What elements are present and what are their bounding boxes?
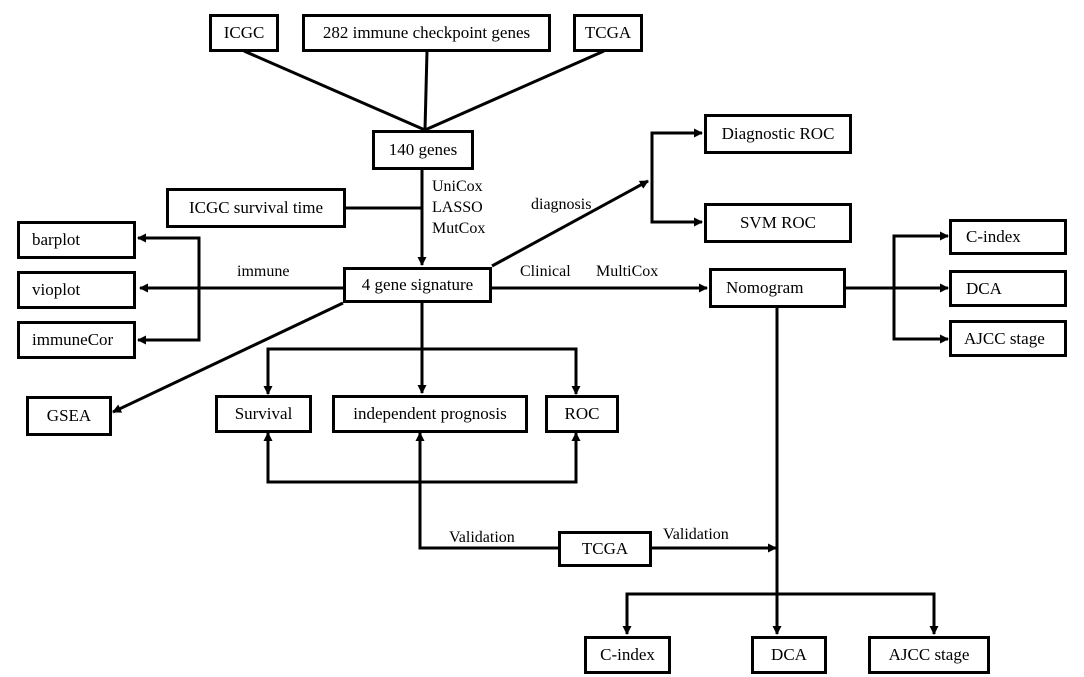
node-cindex-right-label: C-index <box>966 227 1021 246</box>
edge-tcga-to-prognosis <box>415 432 558 550</box>
node-barplot: barplot <box>17 221 136 259</box>
node-vioplot-label: vioplot <box>32 280 81 299</box>
node-icgc-survival-time: ICGC survival time <box>166 188 346 228</box>
node-dca-right: DCA <box>949 270 1067 307</box>
node-140-genes: 140 genes <box>372 130 474 170</box>
node-gsea: GSEA <box>26 396 112 436</box>
label-mutcox: MutCox <box>432 220 486 237</box>
node-independent-prognosis-label: independent prognosis <box>353 404 507 423</box>
label-unicox: UniCox <box>432 178 483 195</box>
node-tcga-validation: TCGA <box>558 531 652 567</box>
edge-diagnosis-bracket <box>650 131 696 224</box>
node-nomogram: Nomogram <box>709 268 846 308</box>
node-cindex-bottom: C-index <box>584 636 671 674</box>
node-nomogram-label: Nomogram <box>726 278 804 297</box>
edge-bottom-outputs-bracket <box>625 592 936 632</box>
node-cindex-right: C-index <box>949 219 1067 255</box>
edge-top-bracket <box>266 347 578 392</box>
node-dca-bottom-label: DCA <box>771 645 807 664</box>
node-icgc-top-label: ICGC <box>223 23 265 42</box>
edge-bottom-bracket <box>266 436 578 484</box>
node-ajcc-right: AJCC stage <box>949 320 1067 357</box>
label-validation-right: Validation <box>663 526 729 543</box>
label-validation-left: Validation <box>449 529 515 546</box>
node-icgc-survival-time-label: ICGC survival time <box>188 198 324 217</box>
node-icgc-top: ICGC <box>209 14 279 52</box>
label-lasso: LASSO <box>432 199 483 216</box>
node-140-genes-label: 140 genes <box>388 140 458 159</box>
label-immune: immune <box>237 263 290 280</box>
node-ajcc-bottom-label: AJCC stage <box>888 645 970 664</box>
node-vioplot: vioplot <box>17 271 136 309</box>
node-tcga-validation-label: TCGA <box>581 539 629 558</box>
node-survival-label: Survival <box>234 404 293 423</box>
node-dca-bottom: DCA <box>751 636 827 674</box>
node-survival: Survival <box>215 395 312 433</box>
node-diagnostic-roc-label: Diagnostic ROC <box>721 124 835 143</box>
edge-signature-to-gsea <box>112 301 344 414</box>
node-ajcc-right-label: AJCC stage <box>964 328 1045 348</box>
node-tcga-top-label: TCGA <box>584 23 632 42</box>
node-dca-right-label: DCA <box>966 278 1002 298</box>
node-svm-roc-label: SVM ROC <box>739 213 817 232</box>
node-4-gene-signature-label: 4 gene signature <box>361 275 474 294</box>
node-roc: ROC <box>545 395 619 433</box>
node-checkpoint-genes-label: 282 immune checkpoint genes <box>322 23 531 42</box>
label-multicox: MultiCox <box>596 263 659 280</box>
node-roc-label: ROC <box>564 404 600 423</box>
node-immunecor: immuneCor <box>17 321 136 359</box>
node-diagnostic-roc: Diagnostic ROC <box>704 114 852 154</box>
label-diagnosis: diagnosis <box>531 196 592 213</box>
node-ajcc-bottom: AJCC stage <box>868 636 990 674</box>
edge-immune-bracket <box>140 236 201 342</box>
node-barplot-label: barplot <box>32 230 81 249</box>
node-immunecor-label: immuneCor <box>32 330 114 349</box>
node-independent-prognosis: independent prognosis <box>332 395 528 433</box>
node-svm-roc: SVM ROC <box>704 203 852 243</box>
edge-tcga-to-140 <box>424 49 605 132</box>
edge-icgc-to-140 <box>243 49 426 132</box>
node-gsea-label: GSEA <box>46 406 92 425</box>
label-clinical: Clinical <box>520 263 571 280</box>
node-4-gene-signature: 4 gene signature <box>343 267 492 303</box>
node-cindex-bottom-label: C-index <box>600 645 655 664</box>
edge-checkpoint-to-140 <box>423 50 429 131</box>
edge-signature-to-diagnosis <box>491 179 649 268</box>
node-tcga-top: TCGA <box>573 14 643 52</box>
node-checkpoint-genes: 282 immune checkpoint genes <box>302 14 551 52</box>
